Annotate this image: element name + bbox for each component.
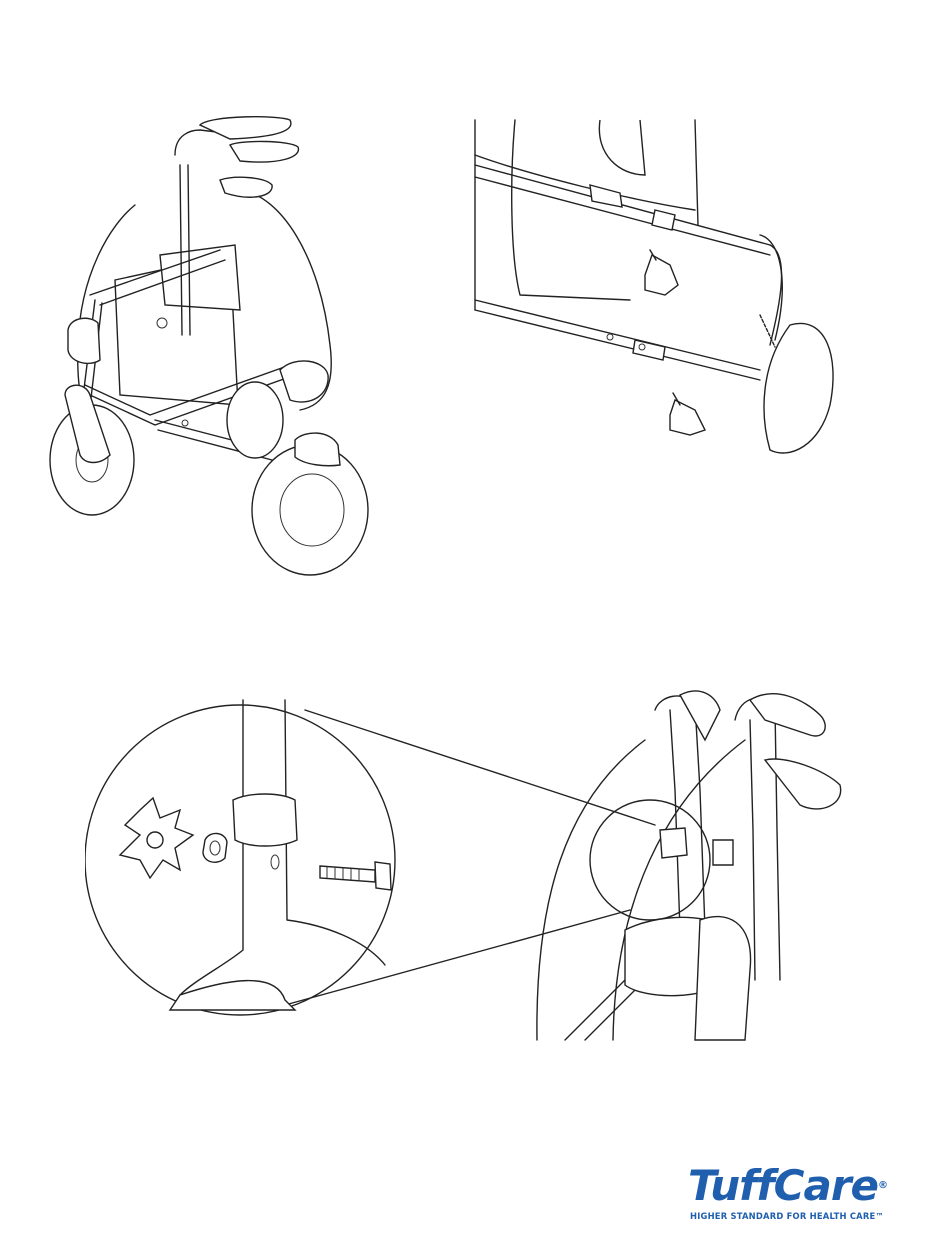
figure-person-using-walker: [40, 105, 400, 580]
tuffcare-logo: TuffCare® HIGHER STANDARD FOR HEALTH CAR…: [688, 1162, 908, 1230]
brand-tagline: HIGHER STANDARD FOR HEALTH CARE™: [690, 1211, 884, 1221]
bag-attachment-illustration: [470, 115, 845, 460]
figure-bag-attachment: [470, 115, 845, 460]
figure-handle-adjustment: [85, 680, 875, 1050]
handle-adjustment-illustration: [85, 680, 875, 1050]
brand-wordmark: TuffCare®: [688, 1162, 887, 1210]
registered-mark: ®: [878, 1180, 887, 1191]
walker-user-illustration: [40, 105, 400, 580]
